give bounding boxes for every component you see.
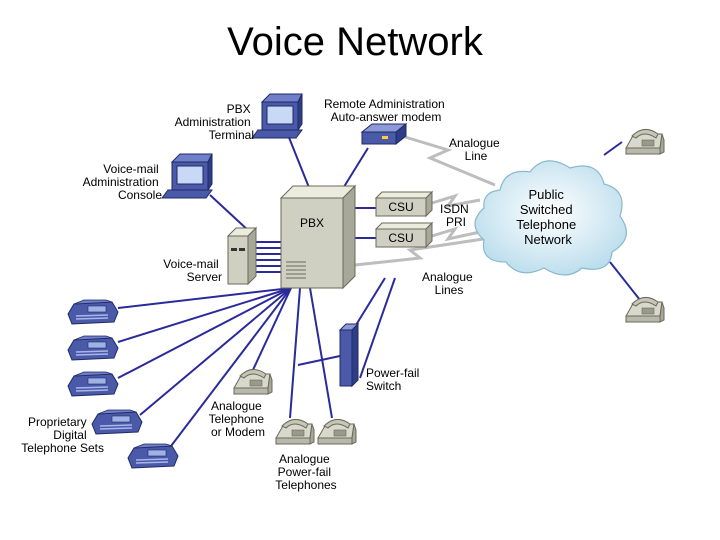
pbx-links — [117, 134, 641, 451]
pbx-label: PBX — [300, 216, 324, 230]
csu-isdn-upper — [431, 193, 481, 209]
csu-upper-label: CSU — [388, 200, 413, 214]
digital-phone-icon — [67, 335, 119, 361]
link-remote-modem — [341, 147, 369, 191]
voicemail-server-label: Voice-mail Server — [163, 257, 222, 284]
link-digital-phone-2 — [117, 287, 292, 343]
link-pstn-phone-top — [603, 141, 623, 156]
power-fail-switch-label: Power-fail Switch — [366, 366, 423, 393]
link-powerfail-switch-upper-1 — [355, 277, 386, 326]
diagram-title: Voice Network — [227, 20, 484, 64]
remote-modem — [360, 122, 408, 146]
digital-phone-icon — [67, 299, 119, 325]
remote-admin-label: Remote Administration Auto-answer modem — [324, 97, 448, 124]
link-pbx-terminal — [287, 134, 313, 196]
analogue-line-links — [354, 135, 496, 267]
digital-phone-icon — [127, 443, 179, 469]
isdn-pri-label: ISDN PRI — [440, 202, 472, 229]
link-digital-phone-4 — [139, 287, 292, 416]
link-powerfail-switch-upper-2 — [359, 277, 396, 379]
analogue-phone-icon — [625, 296, 665, 323]
link-pstn-phone-bottom — [609, 261, 641, 301]
power-fail-switch — [338, 322, 360, 388]
link-digital-phone-1 — [117, 287, 292, 309]
analogue-phone-label: Analogue Telephone or Modem — [209, 399, 268, 439]
link-powerfail-phone-1 — [289, 287, 301, 419]
pbx-analogue-lines — [354, 236, 491, 267]
link-digital-phone-3 — [117, 287, 292, 379]
analogue-phone-icon — [233, 368, 273, 395]
power-fail-phones-label: Analogue Power-fail Telephones — [275, 452, 336, 492]
link-voicemail-console — [209, 194, 251, 233]
link-powerfail-phone-2 — [309, 287, 333, 419]
proprietary-sets-label: Proprietary Digital Telephone Sets — [21, 415, 104, 455]
analogue-phone-icon — [317, 418, 357, 445]
csu-isdn-lower — [431, 226, 481, 242]
analogue-phone-icon — [625, 128, 665, 155]
digital-phone-icon — [91, 409, 143, 435]
analogue-phone-icon — [275, 418, 315, 445]
pbx-terminal-label: PBX Administration Terminal — [175, 102, 254, 142]
pstn-cloud — [474, 160, 627, 276]
digital-phone-icon — [67, 371, 119, 397]
remote-modem-analogue-line — [404, 135, 496, 187]
analogue-lines-label: Analogue Lines — [422, 270, 476, 297]
link-digital-phone-5 — [167, 287, 292, 451]
csu-lower: CSU — [374, 221, 434, 249]
csu-lower-label: CSU — [388, 231, 413, 245]
pstn-label: Public Switched Telephone Network — [516, 187, 580, 247]
voicemail-console — [161, 153, 213, 199]
pbx-terminal — [251, 93, 303, 139]
voicemail-console-label: Voice-mail Administration Console — [83, 162, 163, 202]
voicemail-server — [226, 226, 258, 286]
csu-upper: CSU — [374, 190, 434, 218]
pbx-cabinet: PBX — [279, 184, 357, 290]
analogue-line-label: Analogue Line — [449, 136, 503, 163]
link-analogue-phone — [251, 287, 292, 373]
